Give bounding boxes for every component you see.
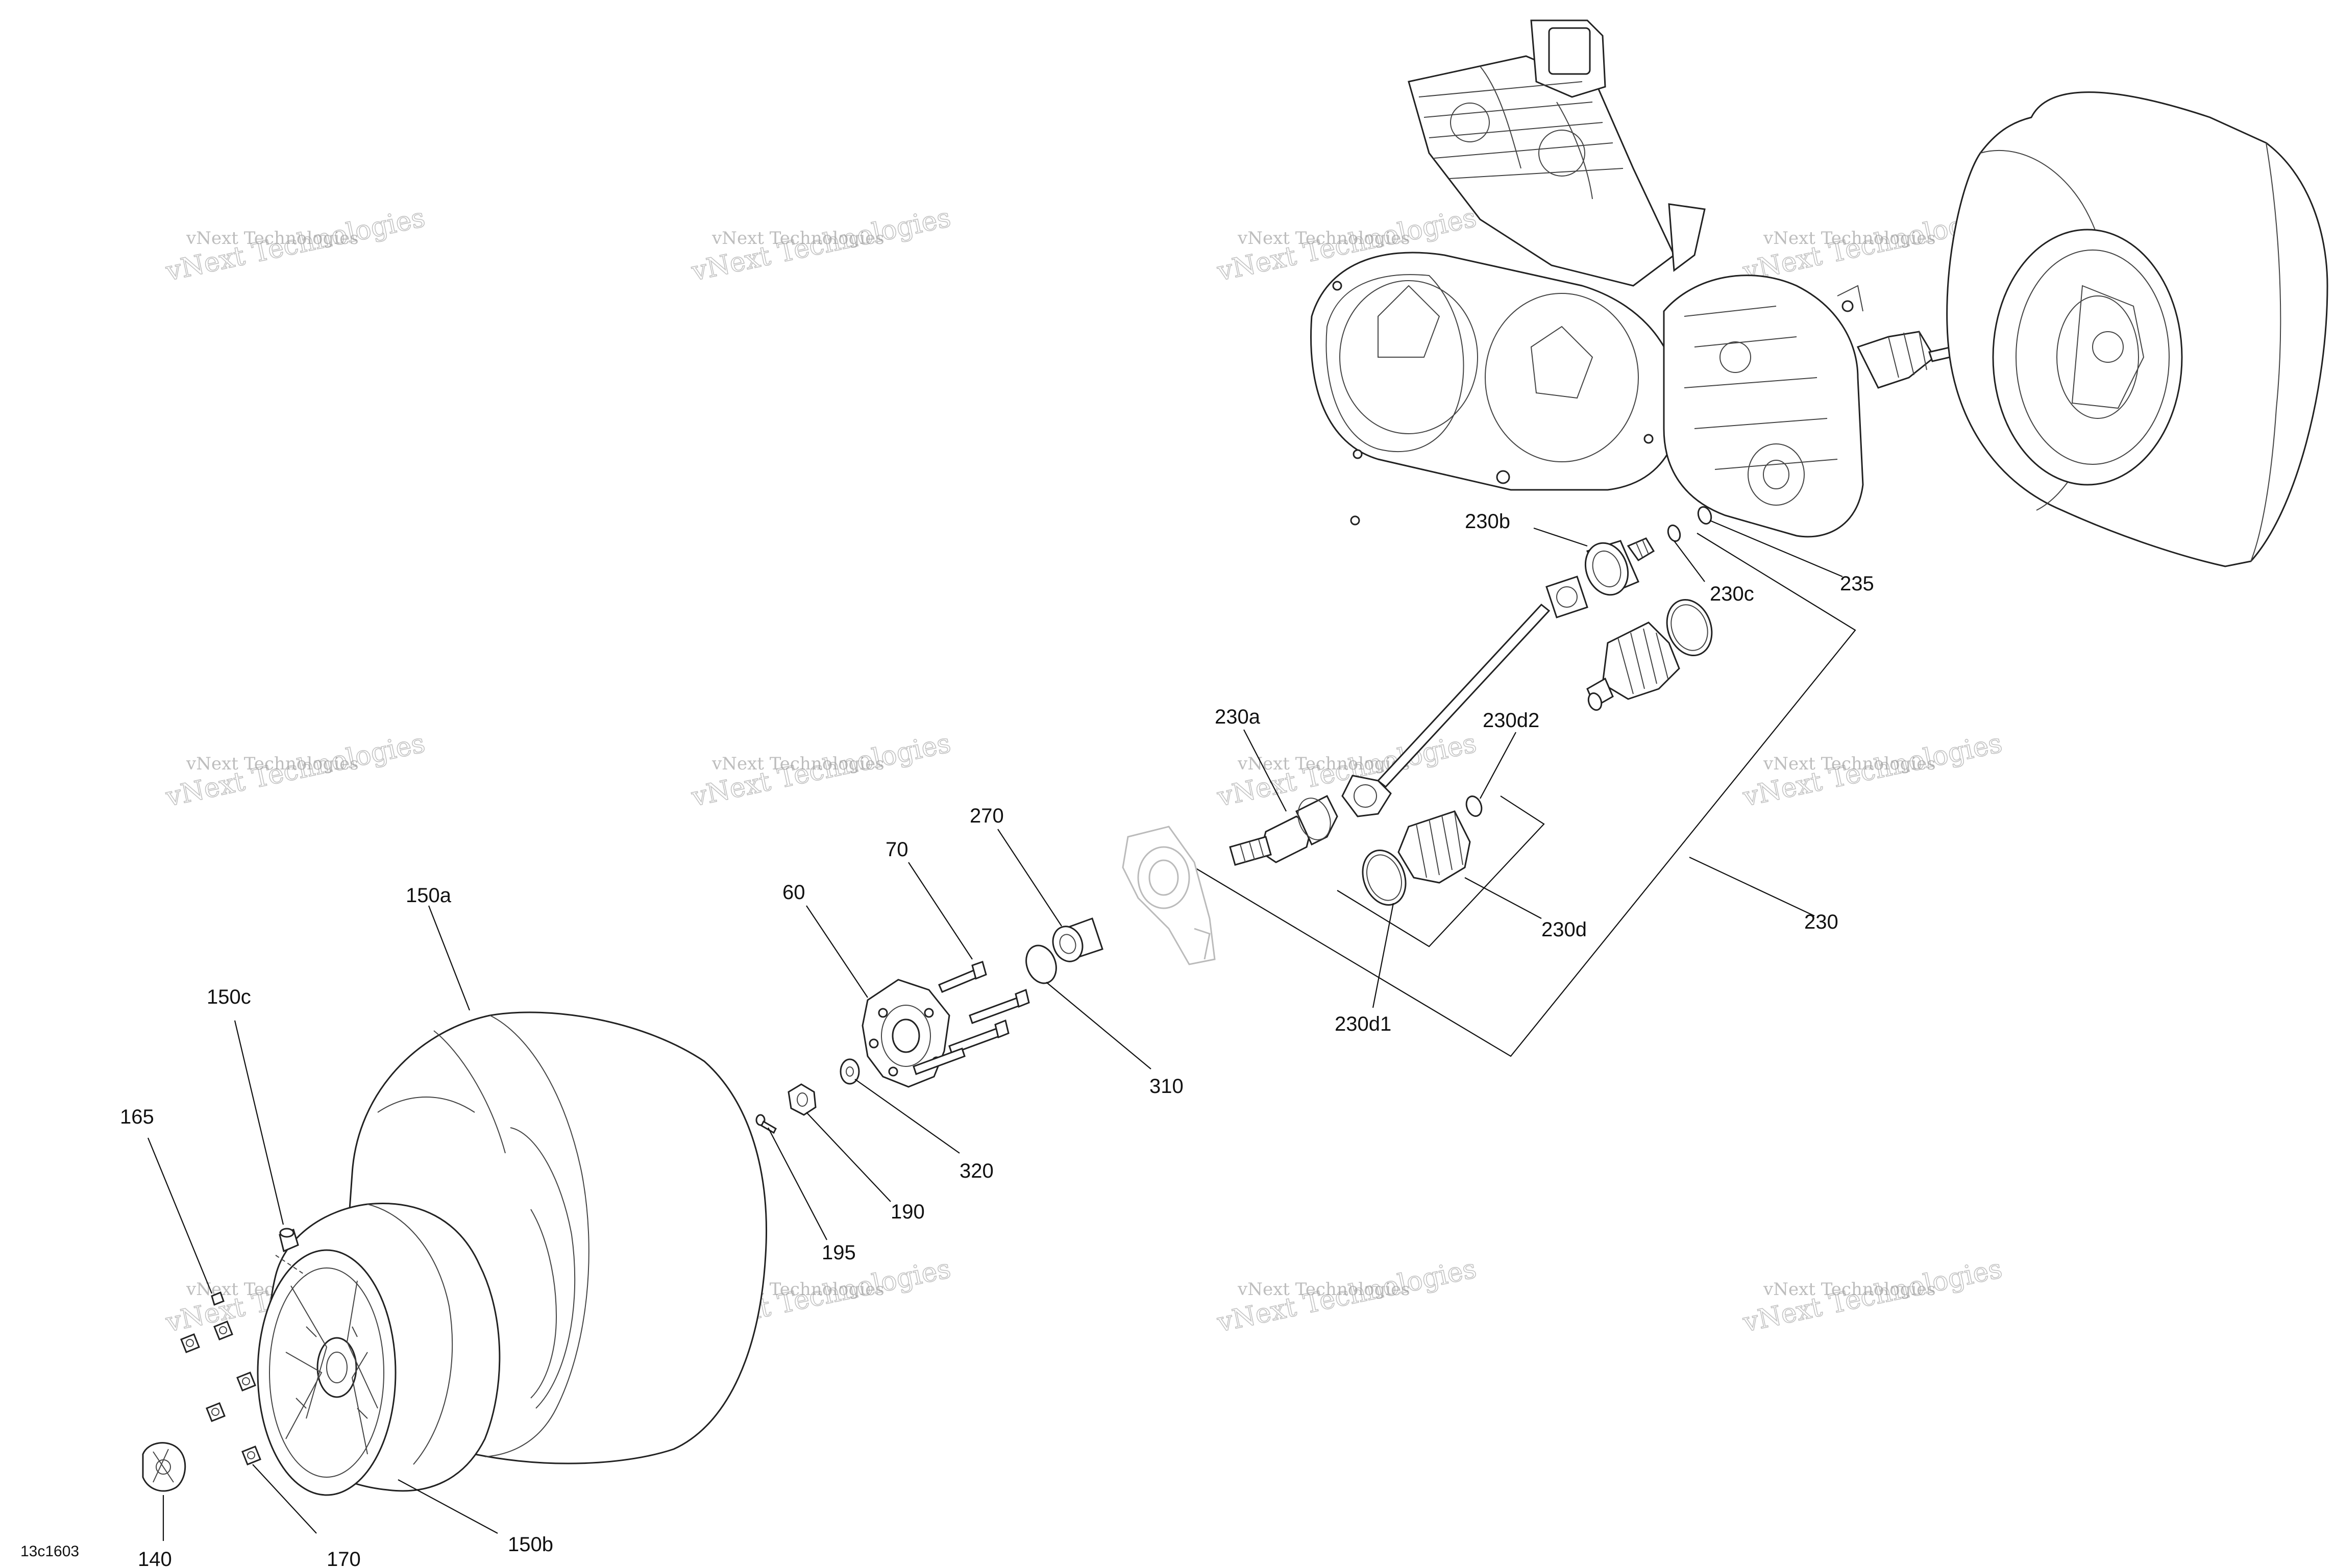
cap-140 [142,1442,186,1492]
drive-shaft-230 [1194,506,1856,1057]
part-230b [1584,537,1655,596]
watermark-r3c3: vNext Technologies vNext Technologies [1214,1253,1479,1339]
callout-230d2: 230d2 [1483,709,1539,732]
rim-150b [257,1203,501,1496]
callout-320: 320 [960,1160,994,1182]
part-235-ring [1697,506,1712,525]
nut-190 [788,1083,817,1116]
part-230c-circlip [1667,525,1681,542]
bearing-270 [1052,917,1103,962]
callout-150b: 150b [508,1533,553,1556]
callout-150a: 150a [406,884,452,907]
watermark-text: vNext Technologies [1763,1279,1936,1300]
callout-230c: 230c [1710,583,1754,605]
watermark-r1c1: vNext Technologies vNext Technologies [162,202,428,288]
callout-165: 165 [120,1106,154,1128]
part-230d2-clamp [1465,795,1483,817]
watermark-text: vNext Technologies [186,228,359,248]
watermark-r2c2: vNext Technologies vNext Technologies [688,728,953,813]
callout-270: 270 [970,805,1004,827]
knuckle-ghost [1122,826,1216,965]
callout-150c: 150c [207,986,251,1008]
callout-195: 195 [822,1241,856,1264]
bracket-230d [1337,795,1545,948]
callout-235: 235 [1840,573,1874,595]
leader-lines [147,519,1843,1541]
callout-140: 140 [138,1548,172,1568]
watermark-text: vNext Technologies [1763,228,1936,248]
watermark-r3c4: vNext Technologies vNext Technologies [1739,1253,2005,1339]
callout-170: 170 [327,1548,361,1568]
watermark-text: vNext Technologies [186,754,359,774]
watermark-r1c2: vNext Technologies vNext Technologies [688,202,953,288]
bracket-230 [1194,533,1856,1057]
washer-320 [840,1058,860,1085]
callout-230: 230 [1804,911,1838,933]
callout-190: 190 [891,1201,925,1223]
part-230d-boot [1397,810,1471,884]
wheel-nuts-170 [180,1321,261,1465]
callout-310: 310 [1149,1075,1184,1098]
boot-upper [1586,599,1713,711]
stud-165 [211,1291,225,1306]
hub-60 [862,979,950,1088]
watermark-text: vNext Technologies [1237,754,1410,774]
part-230a [1229,794,1338,866]
callout-230d1: 230d1 [1335,1013,1391,1035]
watermark-text: vNext Technologies [711,754,885,774]
right-wheel-assembly [1946,91,2328,567]
circlip-310 [1025,944,1057,984]
watermark-text: vNext Technologies [711,228,885,248]
callout-230b: 230b [1465,510,1510,533]
shaft-body [1341,576,1588,817]
callout-230a: 230a [1215,706,1261,728]
cotter-195 [755,1114,777,1134]
callout-70: 70 [886,838,908,861]
watermark-r2c1: vNext Technologies vNext Technologies [162,728,428,813]
watermark-text: vNext Technologies [1237,228,1410,248]
callout-230d: 230d [1541,918,1587,941]
callout-60: 60 [782,881,805,904]
diagram-code: 13c1603 [20,1543,79,1560]
watermark-text: vNext Technologies [1237,1279,1410,1300]
watermark-r2c4: vNext Technologies vNext Technologies [1739,728,2005,813]
callout-labels: 230b 230c 235 230 230a 230d2 230d 230d1 … [120,510,1874,1568]
watermark-text: vNext Technologies [1763,754,1936,774]
studs-70 [913,961,1030,1075]
valve-150c [275,1228,307,1276]
